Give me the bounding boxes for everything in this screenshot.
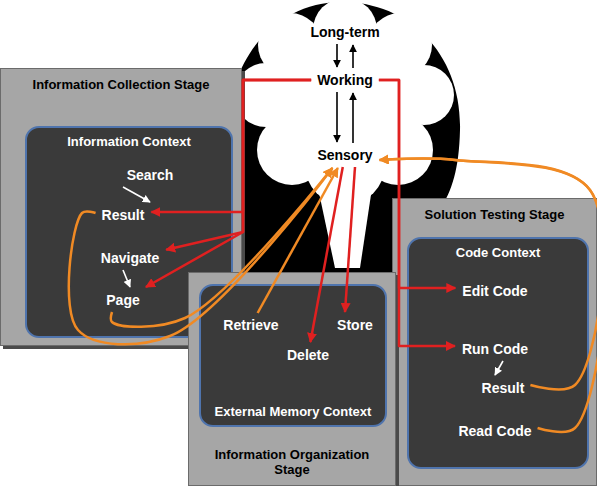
node-label: Working (317, 72, 373, 88)
action-label: Run Code (459, 340, 531, 358)
action-label: Edit Code (459, 282, 530, 300)
flow-arrow (151, 80, 311, 212)
flow-arrow (166, 80, 311, 250)
memory-level: Sensory (314, 146, 375, 164)
action-label: Delete (284, 346, 332, 364)
node-label: Result (482, 380, 525, 396)
node-label: Navigate (101, 250, 159, 266)
flow-arrow (379, 80, 455, 288)
context-box: Code ContextEdit CodeRun CodeResultRead … (407, 237, 589, 469)
flow-arrow (111, 168, 332, 327)
box-title: Code Context (452, 239, 545, 266)
memory-level: Working (314, 71, 376, 89)
node-label: Store (337, 317, 373, 333)
node-label: Sensory (317, 147, 372, 163)
action-label: Search (124, 166, 177, 184)
node-label: Page (106, 292, 139, 308)
memory-level: Long-term (307, 23, 382, 41)
node-label: Long-term (310, 24, 379, 40)
node-label: Run Code (462, 341, 528, 357)
flow-arrow (336, 44, 338, 67)
box-title: Solution Testing Stage (421, 199, 569, 230)
action-label: Result (479, 379, 528, 397)
box-title: External Memory Context (211, 398, 376, 425)
flow-arrow (380, 159, 597, 390)
node-label: Retrieve (223, 317, 278, 333)
node-label: Read Code (458, 423, 531, 439)
action-label: Result (99, 206, 148, 224)
flow-arrow (379, 80, 455, 346)
action-label: Page (103, 291, 142, 309)
flow-arrow (345, 167, 355, 312)
flow-arrow (352, 93, 354, 143)
action-label: Read Code (455, 422, 534, 440)
flow-arrow (352, 45, 354, 68)
flow-arrow (123, 187, 150, 202)
stage-panel: Solution Testing StageCode ContextEdit C… (392, 198, 597, 486)
flow-arrow (336, 92, 338, 142)
node-label: Result (102, 207, 145, 223)
flow-arrow (310, 167, 342, 342)
context-box: External Memory Context Retrieve StoreDele… (199, 284, 387, 427)
node-label: Search (127, 167, 174, 183)
flow-arrow (146, 80, 311, 287)
node-label: Delete (287, 347, 329, 363)
flow-arrow (258, 168, 338, 313)
action-label: Retrieve (220, 316, 281, 334)
flow-arrow (380, 159, 597, 432)
box-title: Information Organization Stage (208, 439, 376, 485)
action-label: Navigate (98, 249, 162, 267)
stage-panel: Information Organization Stage External M… (188, 272, 396, 486)
flow-arrow (495, 361, 503, 375)
flow-arrow (123, 270, 130, 287)
action-label: Store (334, 316, 376, 334)
box-title: Information Context (63, 128, 195, 155)
flow-arrow (69, 168, 333, 344)
box-title: Information Collection Stage (29, 69, 214, 100)
node-label: Edit Code (462, 283, 527, 299)
